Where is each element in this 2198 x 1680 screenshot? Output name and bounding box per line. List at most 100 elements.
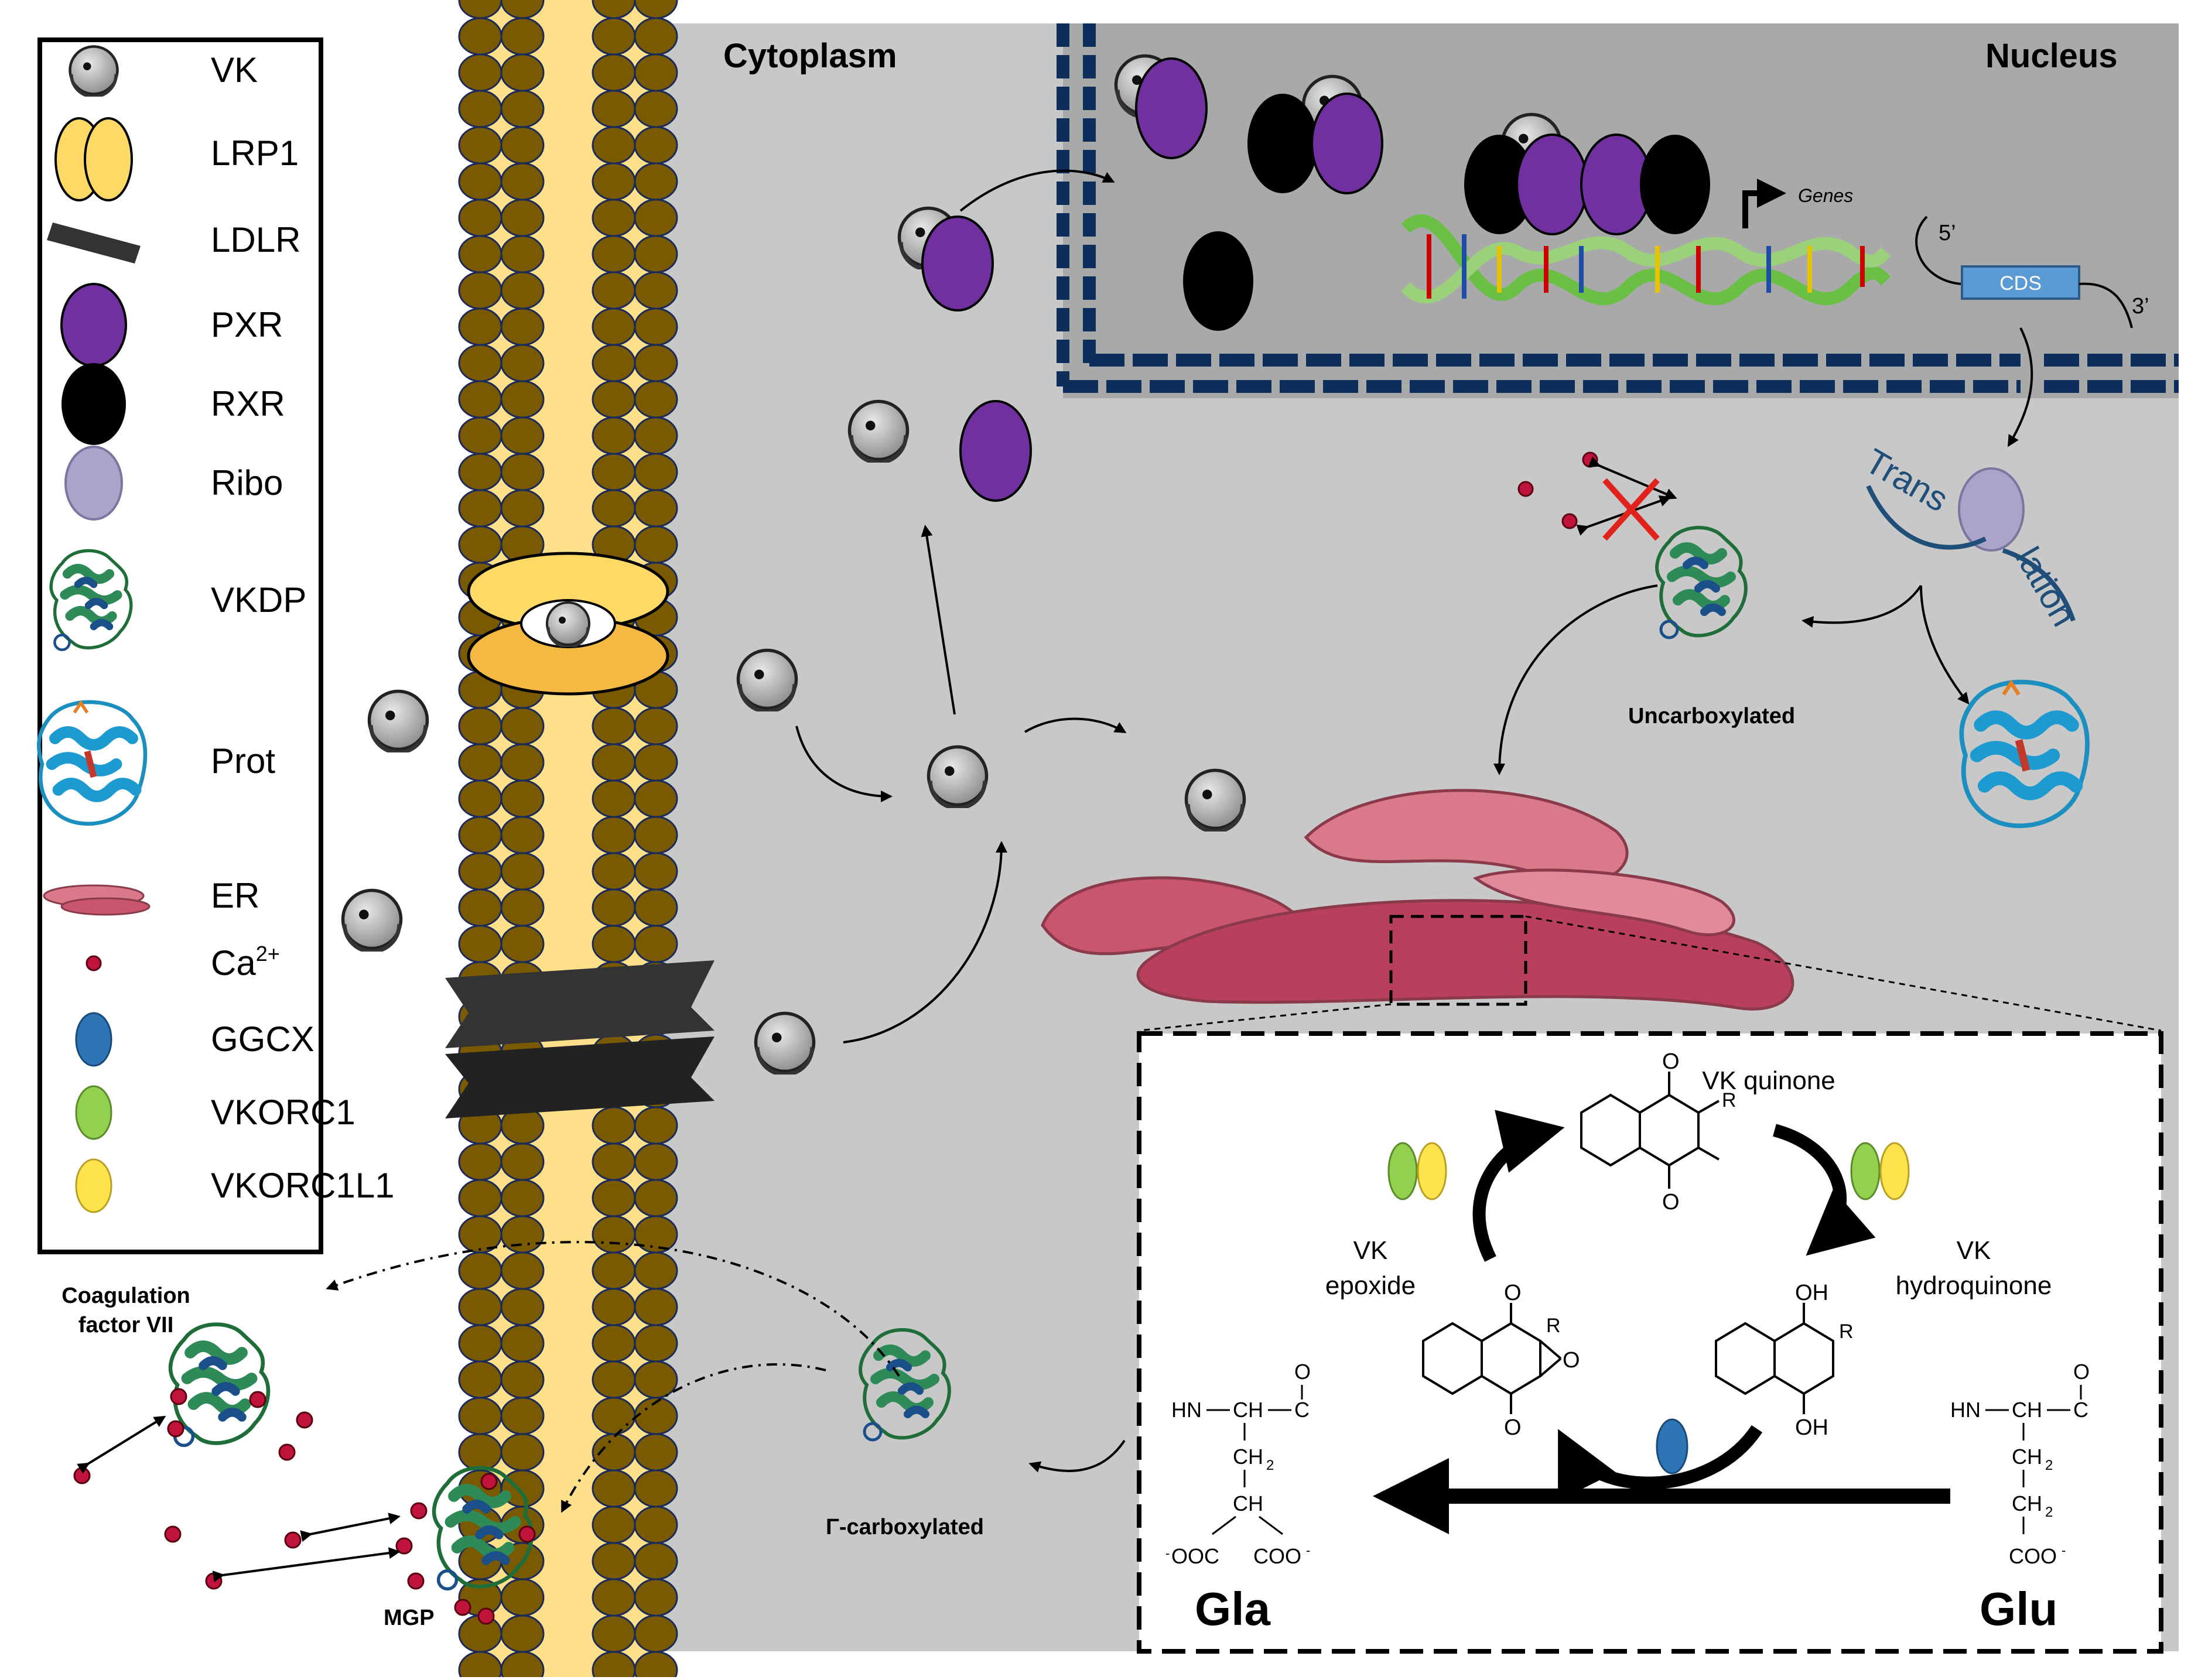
legend-label-1: LRP1	[211, 134, 299, 173]
svg-text:CH: CH	[1233, 1398, 1263, 1422]
vk-hydroquinone-label-line1: VK	[1957, 1236, 1991, 1265]
epoxide-o-bottom: O	[1504, 1415, 1522, 1440]
hydroquinone-structure	[1715, 1303, 1834, 1414]
er-zoom-box	[1389, 915, 1527, 1006]
coagulation-label-line1: Coagulation	[61, 1284, 190, 1308]
legend-label-8: ER	[211, 876, 259, 915]
epoxide-o-top: O	[1504, 1281, 1522, 1305]
legend-label-2: LDLR	[211, 220, 300, 259]
legend-label-3: PXR	[211, 305, 283, 344]
svg-text:CH: CH	[2012, 1445, 2042, 1469]
svg-text:-: -	[1306, 1543, 1310, 1558]
mgp-label: MGP	[384, 1606, 435, 1630]
coagulation-factor-vii	[170, 1325, 268, 1446]
legend-label-11: VKORC1	[211, 1093, 355, 1132]
er-icon	[43, 884, 151, 916]
svg-text:O: O	[2073, 1360, 2090, 1384]
coagulation-label-line2: factor VII	[78, 1313, 174, 1337]
svg-text:CH: CH	[2012, 1398, 2042, 1422]
gla-label: Gla	[1195, 1583, 1270, 1635]
vk-cycle: VK quinone VK epoxide VK hydroquinone O …	[1165, 1049, 2090, 1635]
ggcx-enzyme-icon	[75, 1012, 112, 1067]
quinone-o-top: O	[1662, 1049, 1680, 1074]
vkor-enzymes-left	[1387, 1142, 1447, 1200]
legend-label-0: VK	[211, 50, 258, 90]
gene-arrow	[1742, 179, 1786, 228]
svg-text:C: C	[1294, 1398, 1310, 1422]
ribosome	[1958, 467, 2025, 552]
rxr-icon	[61, 363, 126, 445]
svg-text:2: 2	[2045, 1504, 2053, 1520]
svg-text:CH: CH	[1233, 1491, 1263, 1515]
genes-label: Genes	[1798, 185, 1853, 206]
glu-label: Glu	[1980, 1583, 2057, 1635]
pathway-arrows	[77, 169, 1658, 1583]
hydroquinone-oh-top: OH	[1795, 1281, 1828, 1305]
svg-text:HN: HN	[1171, 1398, 1202, 1422]
legend-label-5: Ribo	[211, 463, 283, 502]
uncarboxylated-label: Uncarboxylated	[1628, 704, 1795, 728]
svg-text:COO: COO	[2009, 1544, 2057, 1568]
ldlr-receptor-icon	[47, 223, 141, 264]
epoxide-r: R	[1546, 1315, 1561, 1337]
legend-label-12: VKORC1L1	[211, 1166, 394, 1205]
cell-membrane	[458, 0, 678, 1680]
epoxide-o-ring: O	[1563, 1348, 1580, 1373]
ggcx-enzyme	[1656, 1418, 1688, 1474]
quinone-structure	[1580, 1072, 1720, 1189]
cds-label: CDS	[1999, 272, 2042, 295]
legend: VKLRP1LDLRPXRRXRRiboVKDPProtERCa2+GGCXVK…	[39, 47, 394, 1213]
quinone-o-bottom: O	[1662, 1190, 1680, 1214]
vk-epoxide-label-line2: epoxide	[1325, 1271, 1416, 1300]
nucleus-label: Nucleus	[1985, 37, 2118, 75]
vkor-enzymes-right	[1850, 1142, 1910, 1200]
five-prime-label: 5’	[1939, 221, 1956, 245]
pxr-icon	[60, 283, 127, 367]
three-prime-label: 3’	[2132, 294, 2149, 319]
legend-label-6: VKDP	[211, 580, 306, 620]
lrp1-receptor-icon	[54, 117, 133, 201]
legend-label-4: RXR	[211, 384, 285, 423]
vk-cycle-panel	[1137, 1031, 2163, 1654]
pxr-rxr-complexes	[921, 57, 1710, 502]
hydroquinone-r: R	[1839, 1320, 1854, 1343]
vkorc1-enzyme-icon	[75, 1085, 112, 1140]
cytoplasm-label: Cytoplasm	[723, 37, 897, 75]
svg-text:HN: HN	[1950, 1398, 1981, 1422]
lrp1-receptor	[467, 552, 669, 696]
legend-label-7: Prot	[211, 741, 275, 781]
dna-helix	[1401, 214, 1891, 306]
ribosome-icon	[64, 446, 123, 521]
endoplasmic-reticulum	[1041, 789, 2162, 1032]
blocked-binding-cross	[1576, 456, 1677, 541]
vk-epoxide-label-line1: VK	[1353, 1236, 1388, 1265]
svg-text:CH: CH	[1233, 1445, 1263, 1469]
mrna: CDS 5’ 3’	[1915, 215, 2149, 329]
svg-text:C: C	[2073, 1398, 2088, 1422]
calcium-icon	[86, 955, 102, 971]
calcium-ions	[73, 451, 1598, 1625]
svg-text:COO: COO	[1253, 1544, 1301, 1568]
carboxylated-label: Γ-carboxylated	[826, 1515, 984, 1539]
vk-ball-icon	[70, 47, 118, 97]
svg-text:CH: CH	[2012, 1491, 2042, 1515]
svg-text:2: 2	[2045, 1457, 2053, 1473]
cds-box	[1961, 265, 2080, 300]
ldlr-receptor	[445, 960, 715, 1118]
svg-text:-: -	[1165, 1546, 1170, 1561]
vk-hydroquinone-label-line2: hydroquinone	[1896, 1271, 2052, 1300]
svg-text:2: 2	[1266, 1457, 1274, 1473]
vkorc1l1-enzyme-icon	[75, 1158, 112, 1213]
vk-quinone-label: VK quinone	[1702, 1066, 1835, 1095]
epoxide-structure	[1422, 1303, 1562, 1414]
svg-text:O: O	[1294, 1360, 1311, 1384]
quinone-r: R	[1722, 1089, 1736, 1111]
svg-text:OOC: OOC	[1171, 1544, 1219, 1568]
svg-text:-: -	[2062, 1543, 2066, 1558]
legend-label-10: GGCX	[211, 1019, 315, 1059]
nuclear-envelope	[1057, 23, 2179, 393]
